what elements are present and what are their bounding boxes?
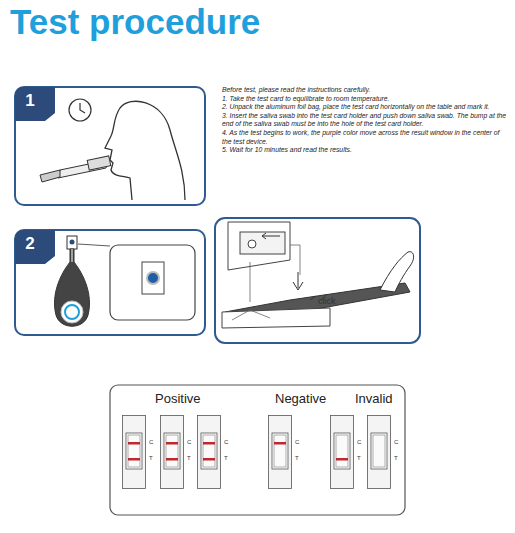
line-mark: T	[187, 455, 191, 461]
line-mark: T	[357, 455, 361, 461]
instruction-line: 1. Take the test card to equilibrate to …	[222, 95, 510, 104]
line-mark: C	[149, 439, 153, 445]
step-number: 1	[15, 91, 45, 111]
line-mark: C	[295, 439, 299, 445]
test-card: CT	[197, 415, 221, 489]
card-drawing	[160, 415, 184, 489]
click-label: click	[318, 296, 336, 306]
instruction-line: 2. Unpack the aluminum foil bag, place t…	[222, 103, 510, 112]
card-drawing	[122, 415, 146, 489]
results-panel: PositiveNegativeInvalidCTCTCTCTCTCT	[110, 385, 405, 515]
card-drawing	[367, 415, 391, 489]
test-card: CT	[268, 415, 292, 489]
test-card: CT	[330, 415, 354, 489]
result-heading: Negative	[275, 391, 326, 406]
card-drawing	[268, 415, 292, 489]
page-title: Test procedure	[10, 2, 260, 42]
step-badge: 1	[15, 87, 55, 121]
instruction-line: 5. Wait for 10 minutes and read the resu…	[222, 146, 510, 155]
result-heading: Invalid	[355, 391, 393, 406]
line-mark: C	[224, 439, 228, 445]
result-heading: Positive	[155, 391, 201, 406]
step-number: 2	[15, 234, 45, 254]
test-card: CT	[367, 415, 391, 489]
instruction-line: Before test, please read the instruction…	[222, 86, 510, 95]
test-card: CT	[122, 415, 146, 489]
card-drawing	[330, 415, 354, 489]
card-drawing	[197, 415, 221, 489]
instructions: Before test, please read the instruction…	[222, 86, 510, 155]
instruction-line: 4. As the test begins to work, the purpl…	[222, 129, 510, 146]
line-mark: T	[149, 455, 153, 461]
line-mark: T	[224, 455, 228, 461]
instruction-line: 3. Insert the saliva swab into the test …	[222, 112, 510, 129]
test-card: CT	[160, 415, 184, 489]
line-mark: C	[187, 439, 191, 445]
line-mark: C	[394, 439, 398, 445]
step-badge: 2	[15, 230, 55, 264]
line-mark: C	[357, 439, 361, 445]
line-mark: T	[394, 455, 398, 461]
line-mark: T	[295, 455, 299, 461]
